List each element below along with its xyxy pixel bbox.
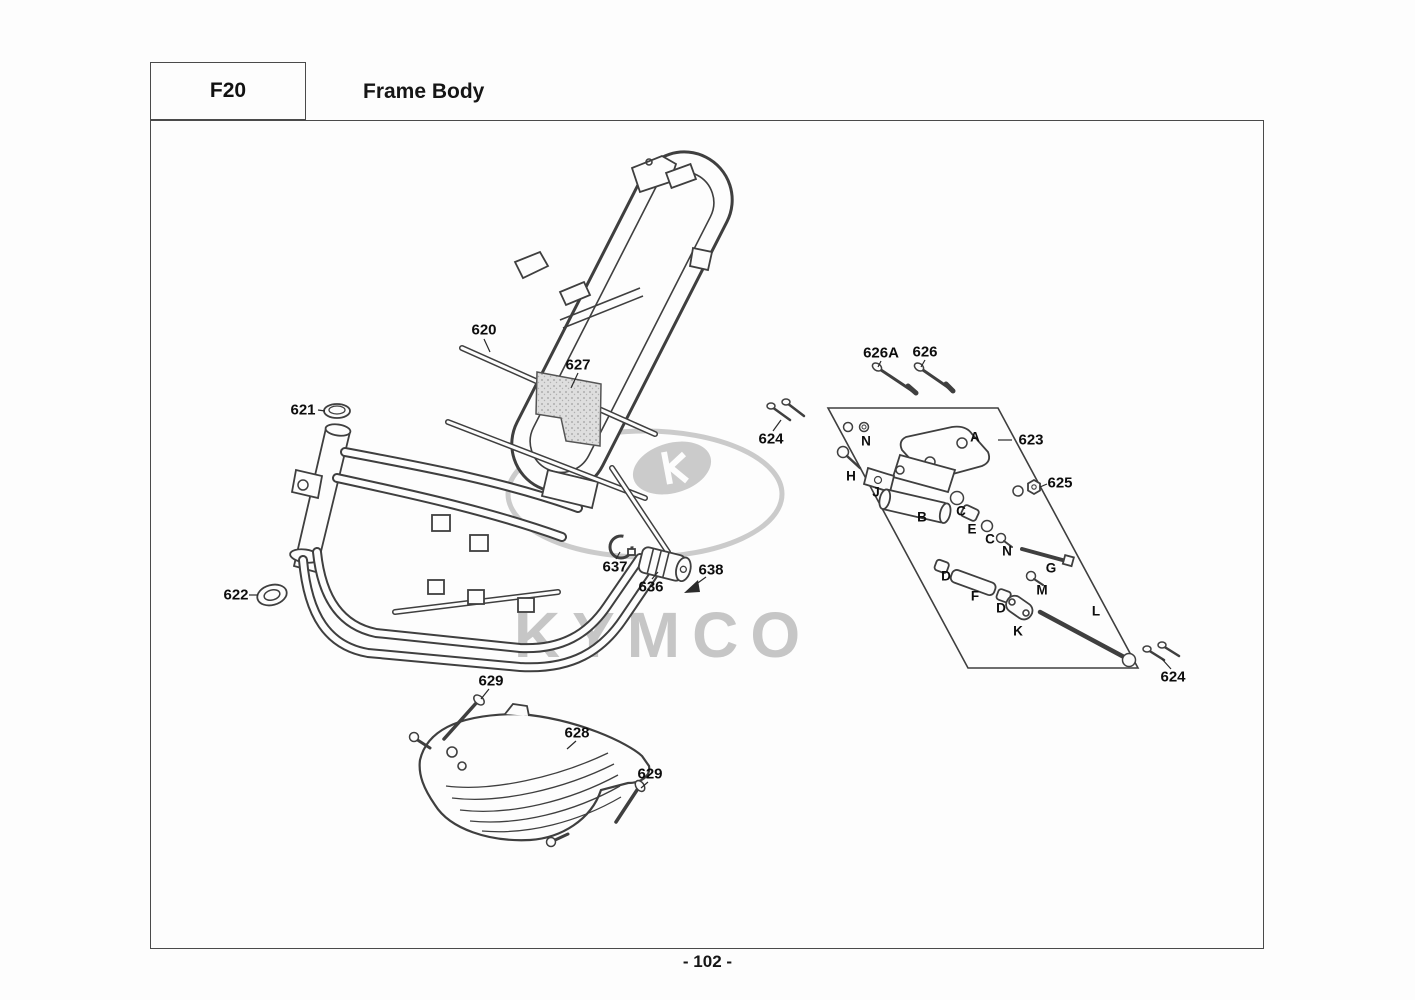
- frame-plate-627: [535, 371, 602, 447]
- frame-bracket: [513, 250, 550, 280]
- floor-panel-628: [418, 703, 651, 842]
- steering-column: [289, 423, 352, 574]
- hanger-cylinder: [878, 488, 952, 524]
- leader-lines: [249, 338, 1172, 789]
- snap-ring-637: [608, 534, 634, 560]
- hanger-bolt-626: [913, 362, 956, 394]
- nut-625: [1027, 478, 1041, 496]
- frame-bracket: [558, 280, 592, 307]
- engine-hanger-parts: [836, 421, 1137, 668]
- floor-screw-629-bottom: [545, 779, 646, 848]
- lock-assembly: [608, 534, 700, 593]
- hanger-bolt-626a: [871, 362, 919, 396]
- frame-junction-plate: [540, 468, 600, 510]
- direction-arrow-638: [684, 580, 700, 593]
- lock-barrel-636: [637, 546, 692, 582]
- frame-tab: [688, 246, 714, 272]
- screws-624-left: [766, 398, 806, 422]
- screws-624-right: [1142, 641, 1181, 662]
- section-code-box: F20: [150, 62, 306, 120]
- frame-body-art: [256, 150, 734, 673]
- seat-bracket: [664, 162, 698, 190]
- page-number: - 102 -: [682, 952, 733, 971]
- page-title: Frame Body: [363, 80, 485, 103]
- long-bolt-l: [1037, 609, 1127, 660]
- sub-assembly-box-623: [826, 407, 1140, 669]
- section-code: F20: [209, 79, 247, 102]
- cap-621: [323, 403, 351, 419]
- grommet-622: [256, 583, 288, 607]
